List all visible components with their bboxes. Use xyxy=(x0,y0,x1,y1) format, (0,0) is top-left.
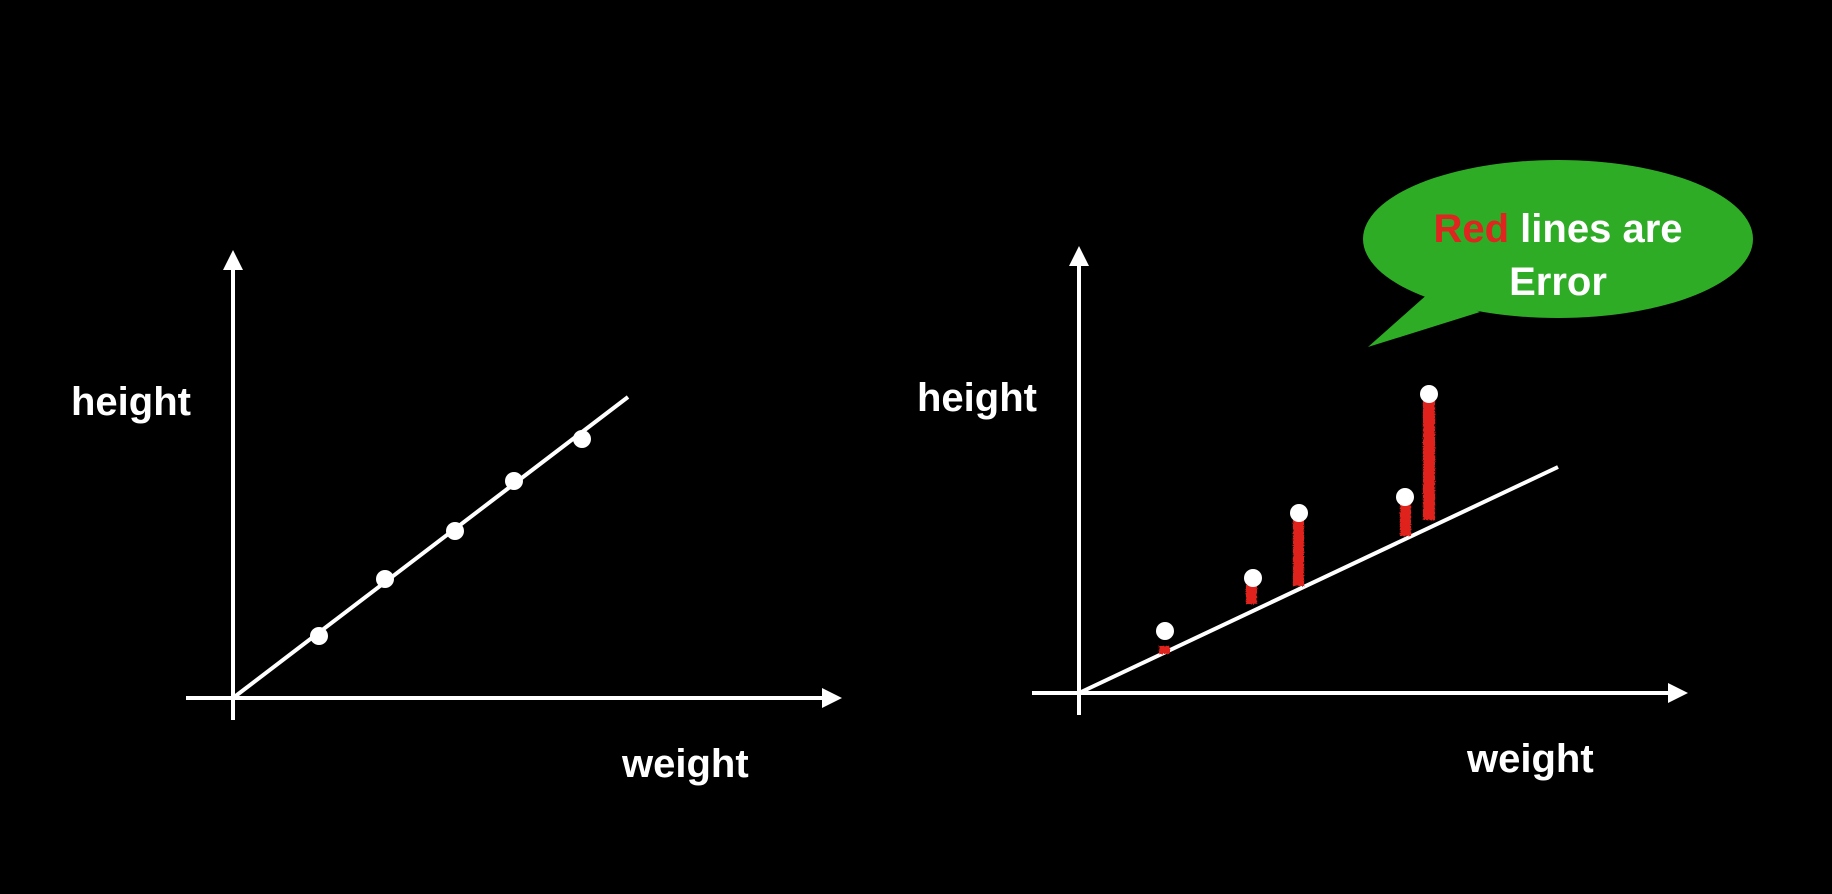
callout-body xyxy=(1363,160,1753,318)
left-x-axis-arrowhead xyxy=(822,688,842,708)
error-line xyxy=(1246,580,1257,604)
right-data-point xyxy=(1290,504,1308,522)
callout-text-line1: Red lines are xyxy=(1433,207,1682,251)
left-panel: height weight xyxy=(71,250,842,786)
left-data-point xyxy=(573,430,591,448)
left-data-point xyxy=(505,472,523,490)
right-data-point xyxy=(1244,569,1262,587)
left-y-axis-arrowhead xyxy=(223,250,243,270)
left-fit-line xyxy=(231,395,630,700)
right-x-axis-label: weight xyxy=(1466,737,1594,781)
right-fit-line xyxy=(1078,465,1559,695)
error-line xyxy=(1159,646,1170,654)
error-line xyxy=(1423,400,1435,520)
right-y-axis-label: height xyxy=(917,376,1037,420)
left-y-axis-label: height xyxy=(71,380,191,424)
error-line xyxy=(1400,496,1411,536)
right-panel: height weight Red lines are Error xyxy=(917,160,1753,781)
error-line xyxy=(1293,514,1304,586)
error-callout-bubble: Red lines are Error xyxy=(1363,160,1753,347)
right-data-point xyxy=(1420,385,1438,403)
left-data-point xyxy=(376,570,394,588)
right-y-axis-arrowhead xyxy=(1069,246,1089,266)
right-data-point xyxy=(1396,488,1414,506)
callout-highlight-red: Red xyxy=(1433,207,1509,251)
callout-tail xyxy=(1368,292,1480,347)
callout-text-line2: Error xyxy=(1509,260,1607,304)
right-x-axis-arrowhead xyxy=(1668,683,1688,703)
left-x-axis-label: weight xyxy=(621,742,749,786)
left-data-point xyxy=(310,627,328,645)
right-data-point xyxy=(1156,622,1174,640)
callout-line1-rest: lines are xyxy=(1509,207,1682,251)
left-data-point xyxy=(446,522,464,540)
